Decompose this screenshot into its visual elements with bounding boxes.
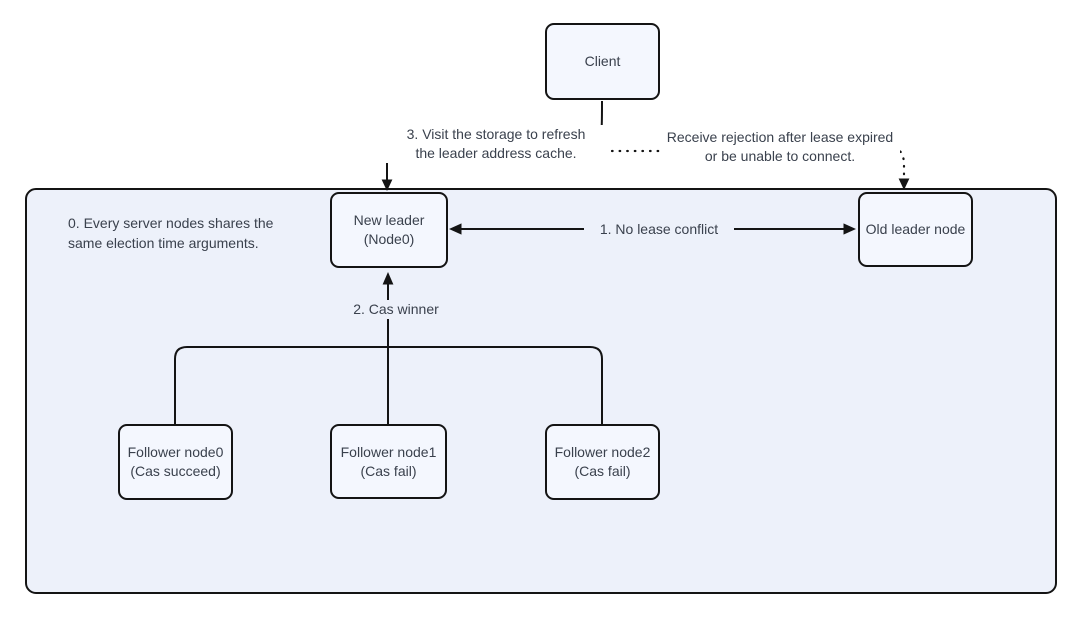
cluster-note-line1: 0. Every server nodes shares the	[68, 215, 274, 231]
edge-label-no-lease-conflict-text: 1. No lease conflict	[599, 221, 719, 237]
node-follower1-label-line2: (Cas fail)	[360, 462, 417, 479]
edge-label-receive-rejection-line2: or be unable to connect.	[704, 148, 856, 164]
node-new-leader-label-line2: (Node0)	[363, 231, 415, 247]
edge-label-cas-winner: 2. Cas winner	[338, 300, 454, 319]
node-client-label: Client	[584, 53, 621, 69]
node-follower1: Follower node1 (Cas fail)	[330, 424, 447, 499]
edge-label-visit-storage-line2: the leader address cache.	[415, 145, 577, 161]
node-old-leader-label: Old leader node	[865, 221, 966, 237]
cluster-note-line2: same election time arguments.	[68, 235, 259, 251]
node-new-leader-label-line1: New leader	[353, 212, 425, 228]
node-follower0-label-line2: (Cas succeed)	[130, 463, 221, 479]
edge-label-receive-rejection: Receive rejection after lease expired or…	[660, 128, 900, 166]
node-follower0: Follower node0 (Cas succeed)	[118, 424, 233, 500]
edge-label-visit-storage: 3. Visit the storage to refresh the lead…	[386, 125, 606, 163]
node-follower1-label-line1: Follower node1	[340, 443, 437, 460]
node-client: Client	[545, 23, 660, 100]
node-old-leader: Old leader node	[858, 192, 973, 267]
node-follower2: Follower node2 (Cas fail)	[545, 424, 660, 500]
node-follower2-label-line1: Follower node2	[554, 444, 651, 460]
cluster-note: 0. Every server nodes shares the same el…	[68, 213, 273, 253]
node-new-leader: New leader (Node0)	[330, 192, 448, 268]
edge-label-visit-storage-line1: 3. Visit the storage to refresh	[406, 126, 586, 142]
node-follower2-label-line2: (Cas fail)	[574, 463, 631, 479]
edge-label-receive-rejection-line1: Receive rejection after lease expired	[666, 129, 894, 145]
node-follower0-label-line1: Follower node0	[127, 444, 224, 460]
edge-label-cas-winner-text: 2. Cas winner	[353, 301, 439, 317]
edge-label-no-lease-conflict: 1. No lease conflict	[584, 220, 734, 239]
